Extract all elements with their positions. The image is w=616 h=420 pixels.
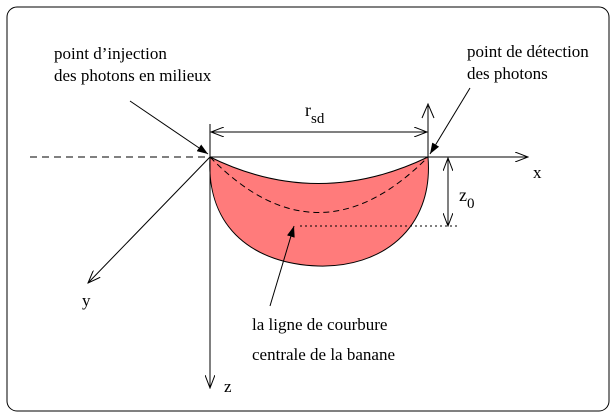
frame — [6, 6, 610, 412]
curvature-label-line1: la ligne de courbure — [252, 315, 387, 334]
detection-label-line2: des photons — [467, 64, 548, 83]
x-axis-label: x — [533, 163, 542, 182]
curvature-pointer — [269, 225, 295, 307]
y-axis — [88, 156, 211, 283]
z-axis-label: z — [224, 377, 232, 396]
z0-label: z0 — [459, 185, 475, 212]
detection-label-line1: point de détection — [467, 42, 589, 61]
central-curvature-line — [209, 156, 429, 213]
detection-pointer — [429, 87, 471, 155]
injection-label-line1: point d’injection — [54, 44, 167, 63]
detector-marker — [421, 102, 435, 119]
banana-region — [209, 156, 429, 267]
injection-label-line2: des photons en milieux — [54, 66, 212, 85]
curvature-label-line2: centrale de la banane — [252, 345, 395, 364]
y-axis-label: y — [82, 291, 91, 310]
injection-pointer — [129, 100, 209, 155]
rsd-label: rsd — [305, 100, 325, 127]
